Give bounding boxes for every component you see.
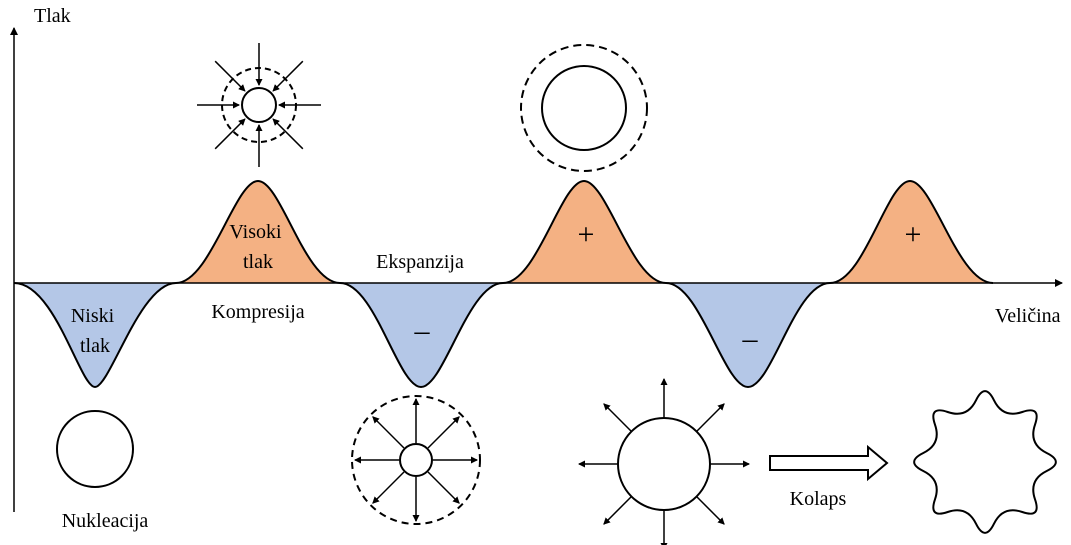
expanding-bubble-outline-dashed	[351, 395, 481, 525]
inward-arrow	[272, 118, 304, 150]
inward-arrow	[214, 60, 246, 92]
collapse-arrow-icon	[769, 444, 889, 482]
collapse-label: Kolaps	[790, 488, 847, 510]
inward-arrow	[214, 118, 246, 150]
compression-arrows	[197, 43, 321, 167]
low-pressure-region-3	[666, 283, 830, 387]
outward-arrow	[603, 403, 633, 433]
compressed-bubble	[197, 43, 321, 167]
high-pressure-label-line-1: Visoki	[229, 221, 282, 243]
outward-arrow	[695, 403, 725, 433]
outward-arrow	[603, 495, 633, 525]
wave-fills	[14, 181, 993, 387]
max-size-bubble	[578, 378, 750, 545]
low-pressure-region-2	[340, 283, 503, 387]
outward-arrow	[427, 471, 460, 504]
outward-arrow	[695, 495, 725, 525]
max-size-arrows	[578, 378, 750, 545]
nucleation-bubble	[56, 410, 134, 488]
high-pressure-region-2	[503, 181, 666, 283]
low-pressure-label-line-2: tlak	[80, 335, 110, 357]
expanded-bubble-core	[541, 65, 627, 151]
high-pressure-label-line-2: tlak	[243, 251, 273, 273]
expansion-arrows	[354, 398, 478, 522]
low-pressure-label-line-1: Niski	[71, 305, 115, 327]
compressed-bubble-core	[241, 87, 277, 123]
collapsed-bubble-star	[913, 390, 1057, 534]
expanded-bubble-outline-dashed	[520, 44, 648, 172]
outward-arrow	[372, 416, 405, 449]
low-pressure-region-1	[14, 283, 176, 387]
plus-sign-1: +	[578, 218, 595, 251]
minus-sign-2: –	[742, 322, 759, 355]
high-pressure-region-3	[830, 181, 993, 283]
x-axis-label: Veličina	[995, 305, 1061, 327]
y-axis-label: Tlak	[34, 5, 71, 27]
compression-label: Kompresija	[211, 301, 304, 323]
nucleation-label: Nukleacija	[62, 510, 149, 532]
expansion-label: Ekspanzija	[376, 251, 464, 273]
low-pressure-label: Niski tlak	[71, 305, 119, 357]
expanding-bubble	[351, 395, 481, 525]
high-pressure-label: Visoki tlak	[229, 221, 286, 273]
max-size-bubble-core	[617, 417, 711, 511]
plus-sign-2: +	[905, 218, 922, 251]
minus-sign-1: –	[414, 314, 431, 347]
expanding-bubble-core	[399, 443, 433, 477]
high-pressure-region-1	[176, 181, 340, 283]
expanded-bubble	[520, 44, 648, 172]
outward-arrow	[427, 416, 460, 449]
inward-arrow	[272, 60, 304, 92]
outward-arrow	[372, 471, 405, 504]
